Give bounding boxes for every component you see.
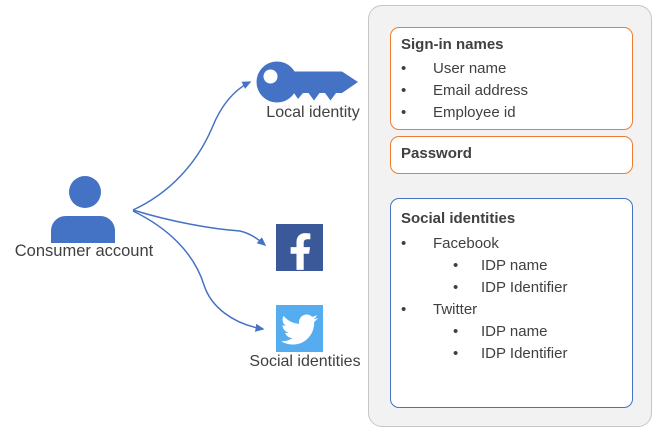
signin-item: Employee id bbox=[433, 104, 516, 121]
bullet-icon: • bbox=[453, 323, 459, 340]
list-item: • Email address bbox=[401, 80, 626, 102]
list-item: • Employee id bbox=[401, 102, 626, 124]
provider-attr: IDP Identifier bbox=[481, 345, 568, 362]
person-icon bbox=[51, 176, 115, 243]
local-identity-label: Local identity bbox=[266, 104, 360, 121]
facebook-f-glyph bbox=[290, 233, 311, 270]
provider-attr: IDP name bbox=[481, 323, 548, 340]
signin-item: Email address bbox=[433, 82, 529, 99]
bullet-icon: • bbox=[453, 257, 459, 274]
provider-attr: IDP Identifier bbox=[481, 279, 568, 296]
password-title: Password bbox=[401, 145, 472, 162]
provider-attr: IDP name bbox=[481, 257, 548, 274]
social-identities-box: Social identities • Facebook • IDP name … bbox=[390, 198, 633, 408]
password-box: Password bbox=[390, 136, 633, 174]
bullet-icon: • bbox=[453, 279, 459, 296]
arrow-to-local-identity bbox=[132, 81, 252, 211]
list-item: • Facebook bbox=[401, 233, 626, 255]
signin-names-box: Sign-in names • User name • Email addres… bbox=[390, 27, 633, 130]
provider-name: Facebook bbox=[433, 235, 499, 252]
list-item: • IDP Identifier bbox=[453, 343, 626, 365]
twitter-icon bbox=[276, 305, 323, 352]
list-item: • IDP Identifier bbox=[453, 277, 626, 299]
arrow-to-facebook bbox=[132, 209, 267, 246]
social-identities-label: Social identities bbox=[249, 353, 361, 370]
bullet-icon: • bbox=[401, 82, 407, 99]
list-item: • User name bbox=[401, 58, 626, 80]
list-item: • IDP name bbox=[453, 321, 626, 343]
bullet-icon: • bbox=[401, 301, 407, 318]
signin-names-title: Sign-in names bbox=[401, 36, 504, 53]
consumer-account-label: Consumer account bbox=[14, 242, 154, 260]
arrow-to-twitter bbox=[132, 210, 265, 332]
list-item: • Twitter bbox=[401, 299, 626, 321]
list-item: • IDP name bbox=[453, 255, 626, 277]
bullet-icon: • bbox=[453, 345, 459, 362]
key-icon bbox=[256, 61, 358, 103]
bullet-icon: • bbox=[401, 235, 407, 252]
facebook-icon bbox=[276, 224, 323, 271]
signin-item: User name bbox=[433, 60, 507, 77]
provider-name: Twitter bbox=[433, 301, 478, 318]
social-box-title: Social identities bbox=[401, 210, 516, 227]
bullet-icon: • bbox=[401, 104, 407, 121]
bullet-icon: • bbox=[401, 60, 407, 77]
twitter-bird-glyph bbox=[281, 314, 318, 345]
